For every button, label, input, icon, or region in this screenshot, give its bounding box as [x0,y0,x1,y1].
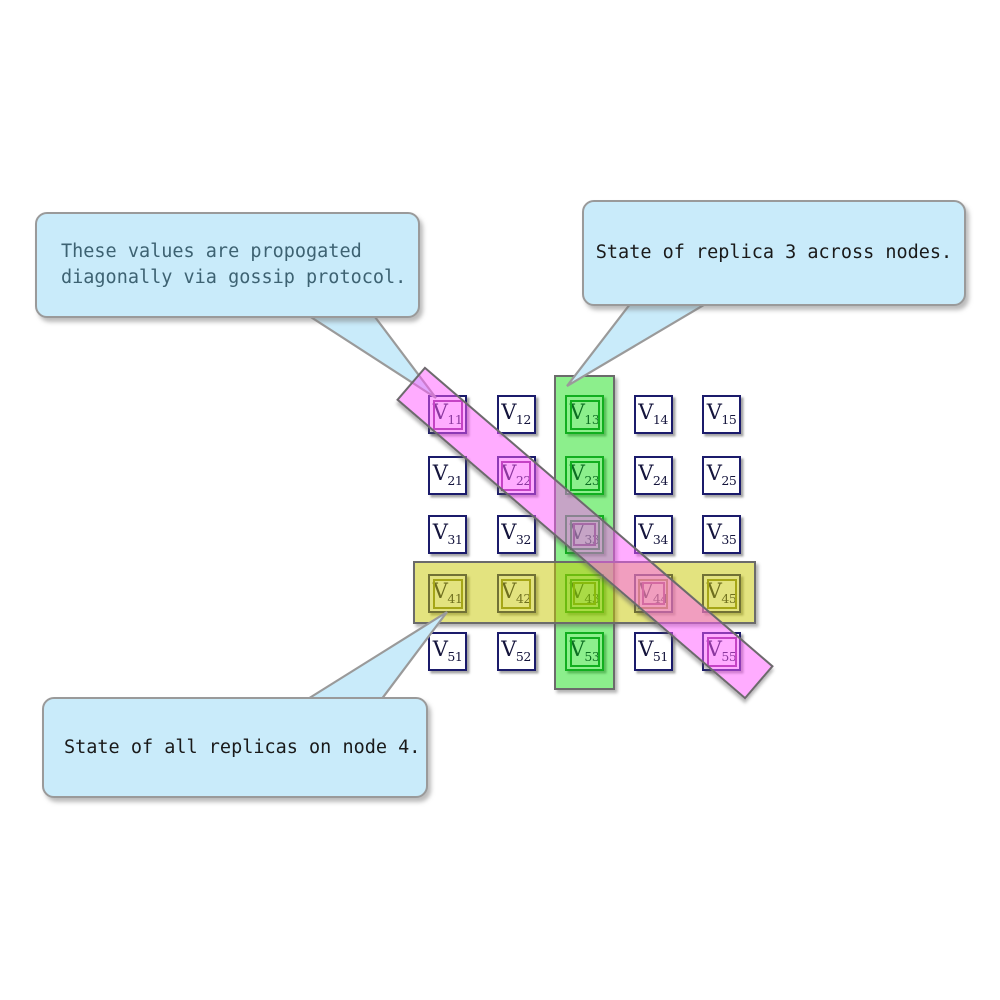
node-callout-text: State of all replicas on node 4. [64,736,421,758]
matrix-cell-label: V35 [706,520,737,548]
matrix-cell-label: V21 [432,461,463,489]
matrix-cell-v35: V35 [702,515,741,554]
gossip-callout-line2: diagonally via gossip protocol. [61,267,407,288]
matrix-cell-label: V12 [501,400,531,428]
node-callout-tail [298,611,448,704]
matrix-cell-label: V51 [638,637,668,665]
matrix-cell-v51: V51 [633,632,673,671]
gossip-callout-bubble: These values are propogated diagonally v… [35,212,420,318]
matrix-cell-label: V14 [638,400,668,428]
matrix-cell-v52: V52 [496,632,536,671]
replica-callout-tail [566,297,719,387]
matrix-cell-v21: V21 [428,456,467,495]
matrix-cell-label: V34 [638,520,668,548]
matrix-cell-label: V53 [569,637,600,665]
matrix-cell-label: V31 [432,520,463,548]
matrix-cell-label: V25 [706,461,737,489]
node-callout-bubble: State of all replicas on node 4. [42,697,428,798]
gossip-callout-line1: These values are propogated [61,241,362,262]
matrix-cell-label: V52 [501,637,531,665]
matrix-cell-label: V24 [638,461,668,489]
matrix-cell-label: V15 [706,400,737,428]
matrix-cell-v12: V12 [496,395,536,434]
matrix-cell-label: V51 [432,637,463,665]
matrix-cell-v32: V32 [496,515,536,554]
replica-callout-bubble: State of replica 3 across nodes. [582,200,966,306]
matrix-cell-v23: V23 [565,456,604,495]
matrix-cell-label: V13 [569,400,600,428]
matrix-cell-v24: V24 [633,456,673,495]
matrix-cell-label: V32 [501,520,531,548]
matrix-cell-v14: V14 [633,395,673,434]
replica-callout-text: State of replica 3 across nodes. [595,242,953,263]
matrix-cell-v31: V31 [428,515,467,554]
matrix-cell-v15: V15 [702,395,741,434]
matrix-cell-v25: V25 [702,456,741,495]
matrix-cell-label: V23 [569,461,600,489]
matrix-cell-v51: V51 [428,632,467,671]
matrix-cell-v34: V34 [633,515,673,554]
